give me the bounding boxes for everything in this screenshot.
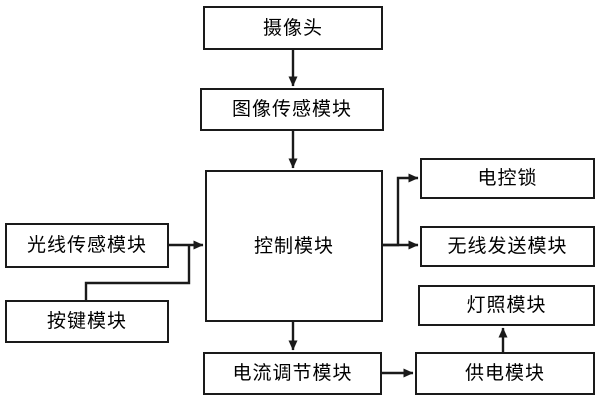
node-control[interactable]: 控制模块 [205,170,383,322]
node-current-adjust-label: 电流调节模块 [232,362,353,385]
node-lighting[interactable]: 灯照模块 [418,285,595,326]
edge-control-to-electric-lock [383,173,419,247]
node-image-sensor-label: 图像传感模块 [231,98,352,121]
node-light-sensor-label: 光线传感模块 [26,234,147,257]
node-electric-lock[interactable]: 电控锁 [420,158,595,199]
node-control-label: 控制模块 [253,234,334,257]
node-current-adjust[interactable]: 电流调节模块 [203,352,382,395]
node-electric-lock-label: 电控锁 [477,167,538,190]
node-power-supply-label: 供电模块 [464,362,545,385]
node-camera-label: 摄像头 [262,16,323,39]
edge-key-to-control [84,246,191,300]
node-power-supply[interactable]: 供电模块 [415,352,595,395]
node-wireless-send[interactable]: 无线发送模块 [420,226,595,267]
node-light-sensor[interactable]: 光线传感模块 [5,223,169,268]
node-lighting-label: 灯照模块 [466,294,547,317]
node-key[interactable]: 按键模块 [5,300,169,343]
node-camera[interactable]: 摄像头 [203,6,383,50]
node-key-label: 按键模块 [46,310,127,333]
node-wireless-send-label: 无线发送模块 [447,235,568,258]
node-image-sensor[interactable]: 图像传感模块 [200,88,384,131]
